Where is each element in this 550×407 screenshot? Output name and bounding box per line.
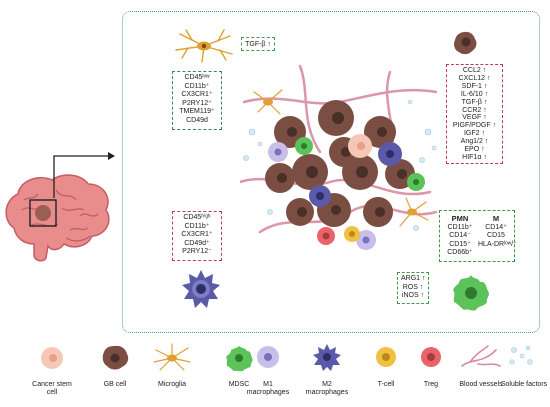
m-title: M <box>492 214 500 223</box>
marker: CX3CR1⁺ <box>181 231 213 239</box>
mdsc-icon <box>453 275 489 311</box>
marker: P2RY12⁻ <box>182 248 212 256</box>
effect: ARG1 ↑ <box>401 275 426 282</box>
legend-label-blood-vessels: Blood vessels <box>459 381 503 388</box>
pmn-title: PMN <box>451 214 469 223</box>
t-cell-icon <box>376 347 396 367</box>
marker: HLA-DRˡᵒʷ/⁻ <box>478 240 517 248</box>
marker: CX3CR1⁺ <box>181 91 213 99</box>
marker: CD14⁻ <box>449 232 471 240</box>
factor: IGF2 ↑ <box>463 130 485 138</box>
marker: P2RY12⁺ <box>182 99 212 107</box>
legend-icons <box>41 343 533 372</box>
m2-macrophage-icon <box>313 344 341 371</box>
tumor-cluster <box>240 64 438 250</box>
factor: PIGF/PDGF ↑ <box>452 122 497 130</box>
mdsc-markers-box: PMN CD11b⁺ CD14⁻ CD15⁺ CD66b⁺ M CD14⁺ CD… <box>439 210 517 262</box>
factor: TGF-β ↑ <box>461 98 488 106</box>
microglia-icon <box>153 343 191 371</box>
gb-cell-icon <box>454 31 477 55</box>
marker: CD45ʰⁱᵍʰ <box>183 214 211 221</box>
tgf-beta-label: TGF-β ↑ <box>245 41 271 48</box>
legend-label-microglia: Microglia <box>157 381 186 388</box>
mdsc-effects-box: ARG1 ↑ ROS ↑ iNOS ↑ <box>397 272 429 304</box>
arrow-icon <box>53 152 115 198</box>
macrophage-markers-box: CD45ʰⁱᵍʰ CD11b⁺ CX3CR1⁺ CD49d⁺ P2RY12⁻ <box>172 211 222 261</box>
legend-label-treg: Treg <box>423 381 439 388</box>
factor: HIF1α ↑ <box>462 153 487 161</box>
marker: CD49d <box>186 116 208 124</box>
brain-illustration <box>5 174 110 262</box>
factor: Ang1/2 ↑ <box>460 138 489 146</box>
marker: CD66b⁺ <box>447 249 473 257</box>
marker: CD49d⁺ <box>184 239 210 247</box>
m1-macrophage-icon <box>257 346 279 368</box>
factor: EPO ↑ <box>464 146 485 154</box>
marker: CD11b⁺ <box>184 82 210 90</box>
cancer-stem-cell-icon <box>41 347 63 369</box>
tumor-microenvironment-frame <box>122 11 540 333</box>
soluble-factors-icon <box>509 345 533 365</box>
factor: SDF-1 ↑ <box>461 82 488 90</box>
treg-icon <box>421 347 441 367</box>
marker: CD15 <box>487 232 505 240</box>
marker: CD45ˡᵒʷ <box>184 74 210 81</box>
marker: CD11b⁺ <box>184 222 210 230</box>
m2-macrophage-icon <box>182 270 220 308</box>
legend-label-gb-cell: GB cell <box>103 381 127 388</box>
legend-label-mdsc: MDSC <box>228 381 250 388</box>
legend-label-t-cell: T-cell <box>377 381 395 388</box>
mdsc-icon <box>226 346 253 372</box>
blood-vessel-icon <box>461 345 501 367</box>
marker: CD14⁺ <box>485 223 507 231</box>
tgf-beta-box: TGF-β ↑ <box>241 37 275 51</box>
effect: iNOS ↑ <box>401 292 425 300</box>
effect: ROS ↑ <box>402 283 424 291</box>
factor: CXCL12 ↑ <box>458 74 491 82</box>
marker: TMEM119⁺ <box>179 108 215 116</box>
microglia-icon <box>175 29 233 63</box>
factor: CCL2 ↑ <box>462 67 487 74</box>
gb-factors-box: CCL2 ↑ CXCL12 ↑ SDF-1 ↑ IL-6/10 ↑ TGF-β … <box>446 64 503 164</box>
gb-cell-icon <box>102 345 129 370</box>
factor: IL-6/10 ↑ <box>460 90 489 98</box>
microglia-markers-box: CD45ˡᵒʷ CD11b⁺ CX3CR1⁺ P2RY12⁺ TMEM119⁺ … <box>172 71 222 130</box>
factor: VEGF ↑ <box>462 114 487 122</box>
legend-label-soluble-factors: Soluble factors <box>500 381 548 388</box>
marker: CD11b⁺ <box>447 223 473 231</box>
marker: CD15⁺ <box>449 240 471 248</box>
factor: CCR2 ↑ <box>462 106 487 114</box>
